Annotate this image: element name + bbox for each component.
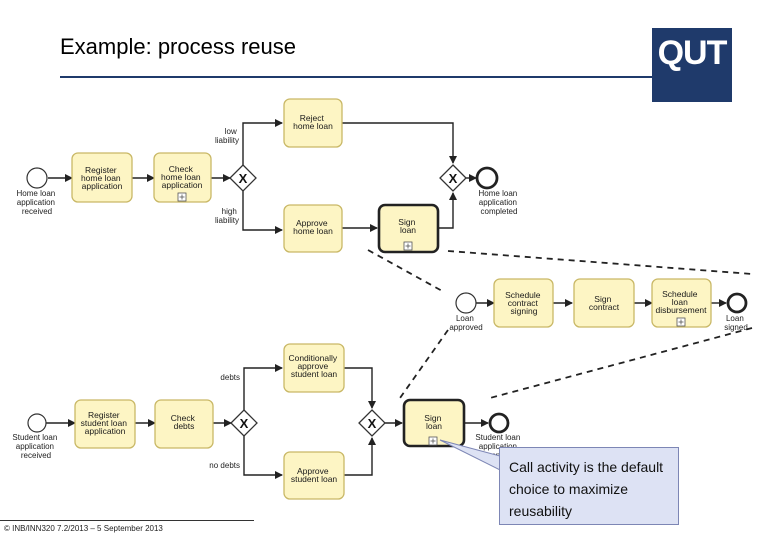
task-approve-home-loan: Approve home loan — [283, 204, 343, 253]
home-loan-start-label: Home loan application received — [17, 189, 58, 216]
svg-text:Reject home loan: Reject home loan — [293, 113, 333, 131]
student-loan-xor-join-gateway: X — [358, 409, 386, 437]
subprocess-marker-icon — [428, 436, 438, 446]
callout-box: Call activity is the default choice to m… — [499, 447, 679, 525]
high-liability-label: high liability — [215, 207, 239, 225]
svg-text:X: X — [239, 171, 248, 186]
home-loan-flows — [48, 119, 477, 234]
svg-text:Register home loan: Register home loan application — [81, 165, 123, 191]
subprocess-marker-icon — [403, 241, 413, 251]
student-loan-xor-split-gateway: X — [230, 409, 258, 437]
call-activity-sign-loan-student: Sign loan — [402, 398, 466, 448]
footer-rule — [0, 520, 254, 521]
task-sign-contract: Sign contract — [573, 278, 635, 328]
task-conditionally-approve-student-loan: Conditionally approve student loan — [283, 343, 345, 393]
qut-logo: QUT — [652, 28, 732, 102]
expansion-dashed-lines — [367, 249, 753, 399]
task-schedule-contract-signing: Schedule contract signing — [493, 278, 554, 328]
svg-text:Sign loan: Sign loan — [424, 413, 443, 431]
home-loan-xor-join-gateway: X — [439, 164, 467, 192]
svg-text:X: X — [449, 171, 458, 186]
home-loan-start-event — [26, 167, 48, 189]
debts-label: debts — [220, 373, 240, 382]
svg-text:Approve student loan: Approve student loan — [291, 466, 338, 484]
student-loan-end-event — [488, 412, 510, 434]
subprocess-marker-icon — [177, 192, 187, 202]
svg-text:Check home loan ap: Check home loan application — [161, 164, 203, 190]
loan-approved-label: Loan approved — [449, 314, 482, 332]
no-debts-label: no debts — [209, 461, 240, 470]
logo-text: QUT — [657, 34, 728, 72]
task-reject-home-loan: Reject home loan — [283, 98, 343, 148]
task-register-home-loan: Register home loan application — [71, 152, 133, 203]
student-loan-start-event — [27, 413, 47, 433]
svg-text:Conditionally approve: Conditionally approve student loan — [288, 353, 339, 379]
call-activity-sign-loan-home: Sign loan — [377, 203, 440, 254]
student-loan-start-label: Student loan application received — [12, 433, 59, 460]
slide-title: Example: process reuse — [60, 34, 296, 59]
task-approve-student-loan: Approve student loan — [283, 451, 345, 500]
loan-signed-label: Loan signed — [724, 314, 748, 332]
home-loan-end-event — [475, 166, 499, 190]
svg-text:Sign loan: Sign loan — [398, 217, 417, 235]
svg-text:Check debts: Check debts — [171, 413, 197, 431]
svg-text:Schedule contract: Schedule contract signing — [505, 290, 543, 316]
svg-text:X: X — [240, 416, 249, 431]
home-loan-xor-split-gateway: X — [229, 164, 257, 192]
svg-text:Approve home loan: Approve home loan — [293, 218, 333, 236]
loan-approved-start-event — [455, 292, 477, 314]
student-loan-flows — [46, 364, 489, 479]
loan-signed-end-event — [726, 292, 748, 314]
task-register-student-loan: Register student loan application — [74, 399, 136, 449]
svg-text:X: X — [368, 416, 377, 431]
subprocess-marker-icon — [676, 317, 686, 327]
footer-text: © INB/INN320 7.2/2013 – 5 September 2013 — [4, 524, 163, 533]
svg-text:Register student loan: Register student loan application — [81, 410, 130, 436]
low-liability-label: low liability — [215, 127, 239, 145]
task-schedule-loan-disbursement: Schedule loan disbursement — [651, 278, 712, 328]
svg-text:Sign contract: Sign contract — [589, 294, 620, 312]
task-check-debts: Check debts — [154, 399, 214, 449]
task-check-home-loan: Check home loan application — [153, 152, 212, 203]
svg-text:Schedule loan disb: Schedule loan disbursement — [655, 289, 707, 315]
home-loan-end-label: Home loan application completed — [479, 189, 520, 216]
title-rule — [60, 76, 652, 78]
callout-text: Call activity is the default choice to m… — [509, 459, 664, 519]
